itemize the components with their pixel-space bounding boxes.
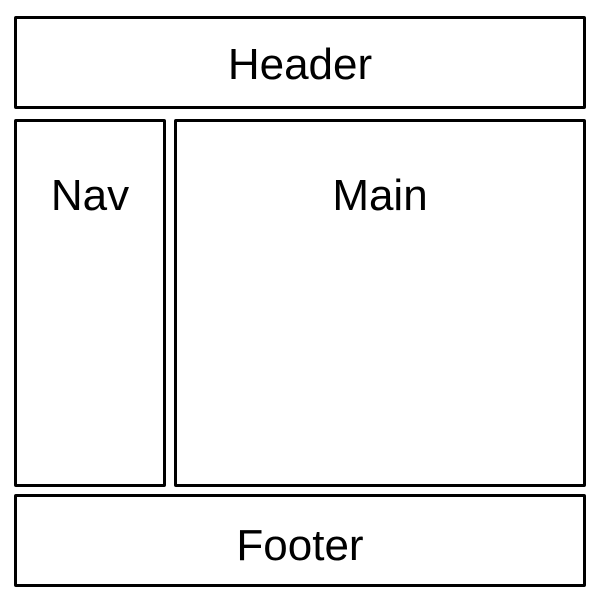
footer-label: Footer xyxy=(236,521,364,570)
main-label: Main xyxy=(332,171,428,220)
main-box: Main xyxy=(174,119,586,487)
nav-label: Nav xyxy=(50,171,130,220)
header-label: Header xyxy=(227,40,373,89)
header-box: Header xyxy=(14,16,586,109)
footer-box: Footer xyxy=(14,494,586,587)
nav-box: Nav xyxy=(14,119,166,487)
